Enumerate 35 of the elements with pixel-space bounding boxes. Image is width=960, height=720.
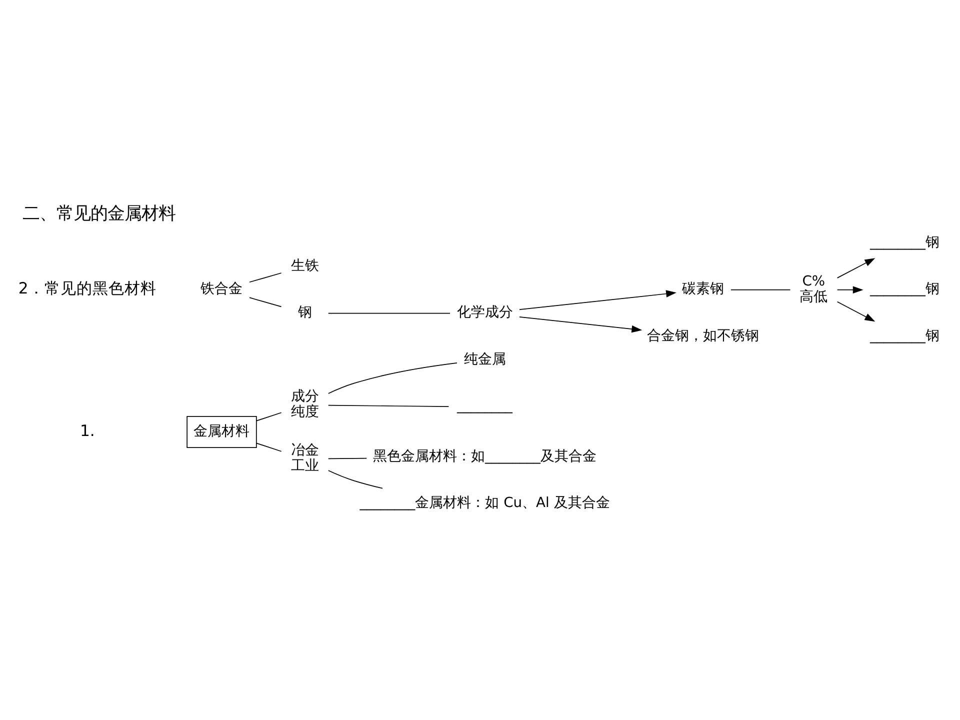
connector	[249, 296, 282, 307]
connector	[249, 272, 282, 282]
node-text: 纯金属	[464, 350, 506, 367]
node-text: 成分 纯度	[290, 388, 319, 420]
node-text: ________钢	[870, 234, 940, 250]
node-text: ________	[457, 398, 512, 414]
connector	[328, 362, 458, 394]
node-text: 化学成分	[456, 304, 513, 320]
node-box: 金属材料	[186, 415, 257, 448]
node-text: ________金属材料：如 Cu、Al 及其合金	[360, 494, 610, 511]
connector	[328, 470, 383, 488]
node-text: 合金钢，如不锈钢	[647, 327, 760, 344]
connector	[256, 442, 282, 452]
node-text: ________钢	[870, 280, 940, 297]
connector	[328, 404, 450, 406]
arrow	[519, 316, 642, 332]
arrow	[836, 286, 864, 293]
arrow	[836, 258, 876, 278]
node-text: 冶金 工业	[290, 442, 319, 474]
connector	[328, 457, 368, 459]
node-text: C% 高低	[800, 272, 828, 304]
node-text: 黑色金属材料：如________及其合金	[373, 448, 596, 464]
connector	[256, 412, 282, 421]
node-text: 生铁	[290, 257, 319, 274]
diagram-title: 二、常见的金属材料	[22, 203, 176, 224]
node-text: 碳素钢	[682, 280, 724, 297]
connector	[730, 288, 791, 290]
connector	[328, 312, 450, 314]
node-text: 铁合金	[200, 280, 243, 297]
label: 2．常见的黑色材料	[18, 279, 156, 298]
label: 1.	[80, 421, 95, 440]
node-text: 钢	[298, 304, 312, 320]
arrow	[836, 300, 876, 322]
arrow	[519, 290, 676, 310]
node-text: ________钢	[870, 327, 940, 344]
